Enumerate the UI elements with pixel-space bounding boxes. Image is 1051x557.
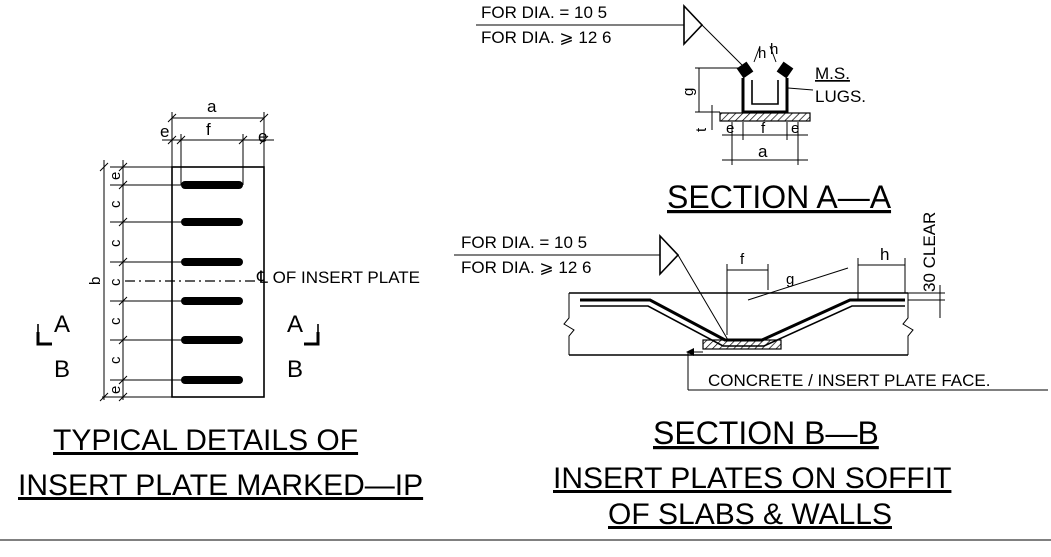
aa-dim-e-left: e bbox=[726, 120, 734, 137]
dim-e-bottom: e bbox=[107, 386, 124, 394]
section-marker-left: A B bbox=[36, 311, 70, 383]
bb-dim-g: g bbox=[786, 271, 794, 288]
dim-a-top: a bbox=[207, 97, 217, 116]
insert-plate-plan: e c c c c c e b a f e e ℄ OF INSERT PLAT… bbox=[18, 97, 423, 502]
bb-title: SECTION B—B bbox=[653, 415, 879, 451]
dim-ticks bbox=[99, 162, 128, 402]
dim-c-4: c bbox=[107, 317, 124, 325]
left-title-line2: INSERT PLATE MARKED—IP bbox=[18, 469, 423, 502]
aa-dim-e-right: e bbox=[791, 120, 799, 137]
section-b-right: B bbox=[287, 356, 303, 383]
bb-dim-f: f bbox=[740, 251, 745, 268]
bb-clear-label: 30 CLEAR bbox=[920, 212, 939, 292]
aa-lugs-line2: LUGS. bbox=[815, 87, 866, 106]
section-b-left: B bbox=[54, 356, 70, 383]
left-title-line1: TYPICAL DETAILS OF bbox=[53, 424, 358, 457]
dim-f-top: f bbox=[206, 120, 211, 139]
section-marker-right: A B bbox=[287, 311, 320, 383]
aa-dim-g: g bbox=[680, 88, 697, 96]
bb-subtitle-line1: INSERT PLATES ON SOFFIT bbox=[553, 462, 951, 495]
aa-channel bbox=[741, 78, 789, 114]
bb-subtitle-line2: OF SLABS & WALLS bbox=[608, 498, 892, 531]
aa-weld-line2: FOR DIA. ⩾ 12 6 bbox=[481, 28, 611, 47]
dim-e-top-right: e bbox=[258, 127, 267, 146]
aa-dim-h-left: h bbox=[758, 45, 766, 62]
lug-bars bbox=[181, 181, 243, 384]
dim-c-2: c bbox=[107, 239, 124, 247]
extension-lines bbox=[102, 166, 181, 398]
bb-face-label: CONCRETE / INSERT PLATE FACE. bbox=[708, 371, 990, 390]
lug-bar bbox=[181, 218, 243, 226]
bb-dim-h: h bbox=[880, 245, 889, 264]
plate-outline bbox=[171, 166, 265, 398]
bb-plate bbox=[702, 339, 782, 350]
bb-weld-line2: FOR DIA. ⩾ 12 6 bbox=[461, 258, 591, 277]
lug-bar bbox=[181, 181, 243, 189]
aa-dim-f: f bbox=[761, 120, 766, 137]
dim-e-top-left: e bbox=[160, 122, 169, 141]
aa-title: SECTION A—A bbox=[667, 179, 892, 215]
dim-c-3: c bbox=[107, 278, 124, 286]
dim-e-top: e bbox=[107, 172, 124, 180]
lug-bar bbox=[181, 258, 243, 266]
lug-bar bbox=[181, 297, 243, 305]
section-a-right: A bbox=[287, 311, 303, 338]
centerline-label: ℄ OF INSERT PLATE bbox=[256, 268, 420, 287]
section-bb: FOR DIA. = 10 5 FOR DIA. ⩾ 12 6 f g h 30… bbox=[454, 212, 1048, 531]
aa-lugs-line1: M.S. bbox=[815, 64, 850, 83]
aa-dim-h-right: h bbox=[770, 41, 778, 58]
dim-b: b bbox=[87, 277, 104, 285]
aa-dim-t: t bbox=[693, 127, 710, 132]
lug-bar bbox=[181, 376, 243, 384]
lug-bar bbox=[181, 336, 243, 344]
aa-weld-line1: FOR DIA. = 10 5 bbox=[481, 3, 607, 22]
dim-c-5: c bbox=[107, 356, 124, 364]
aa-plate bbox=[719, 112, 811, 122]
section-a-left: A bbox=[54, 311, 70, 338]
aa-dim-a: a bbox=[758, 142, 768, 161]
section-aa: FOR DIA. = 10 5 FOR DIA. ⩾ 12 6 h h M.S.… bbox=[476, 3, 892, 215]
dim-c-1: c bbox=[107, 200, 124, 208]
bb-weld-line1: FOR DIA. = 10 5 bbox=[461, 233, 587, 252]
